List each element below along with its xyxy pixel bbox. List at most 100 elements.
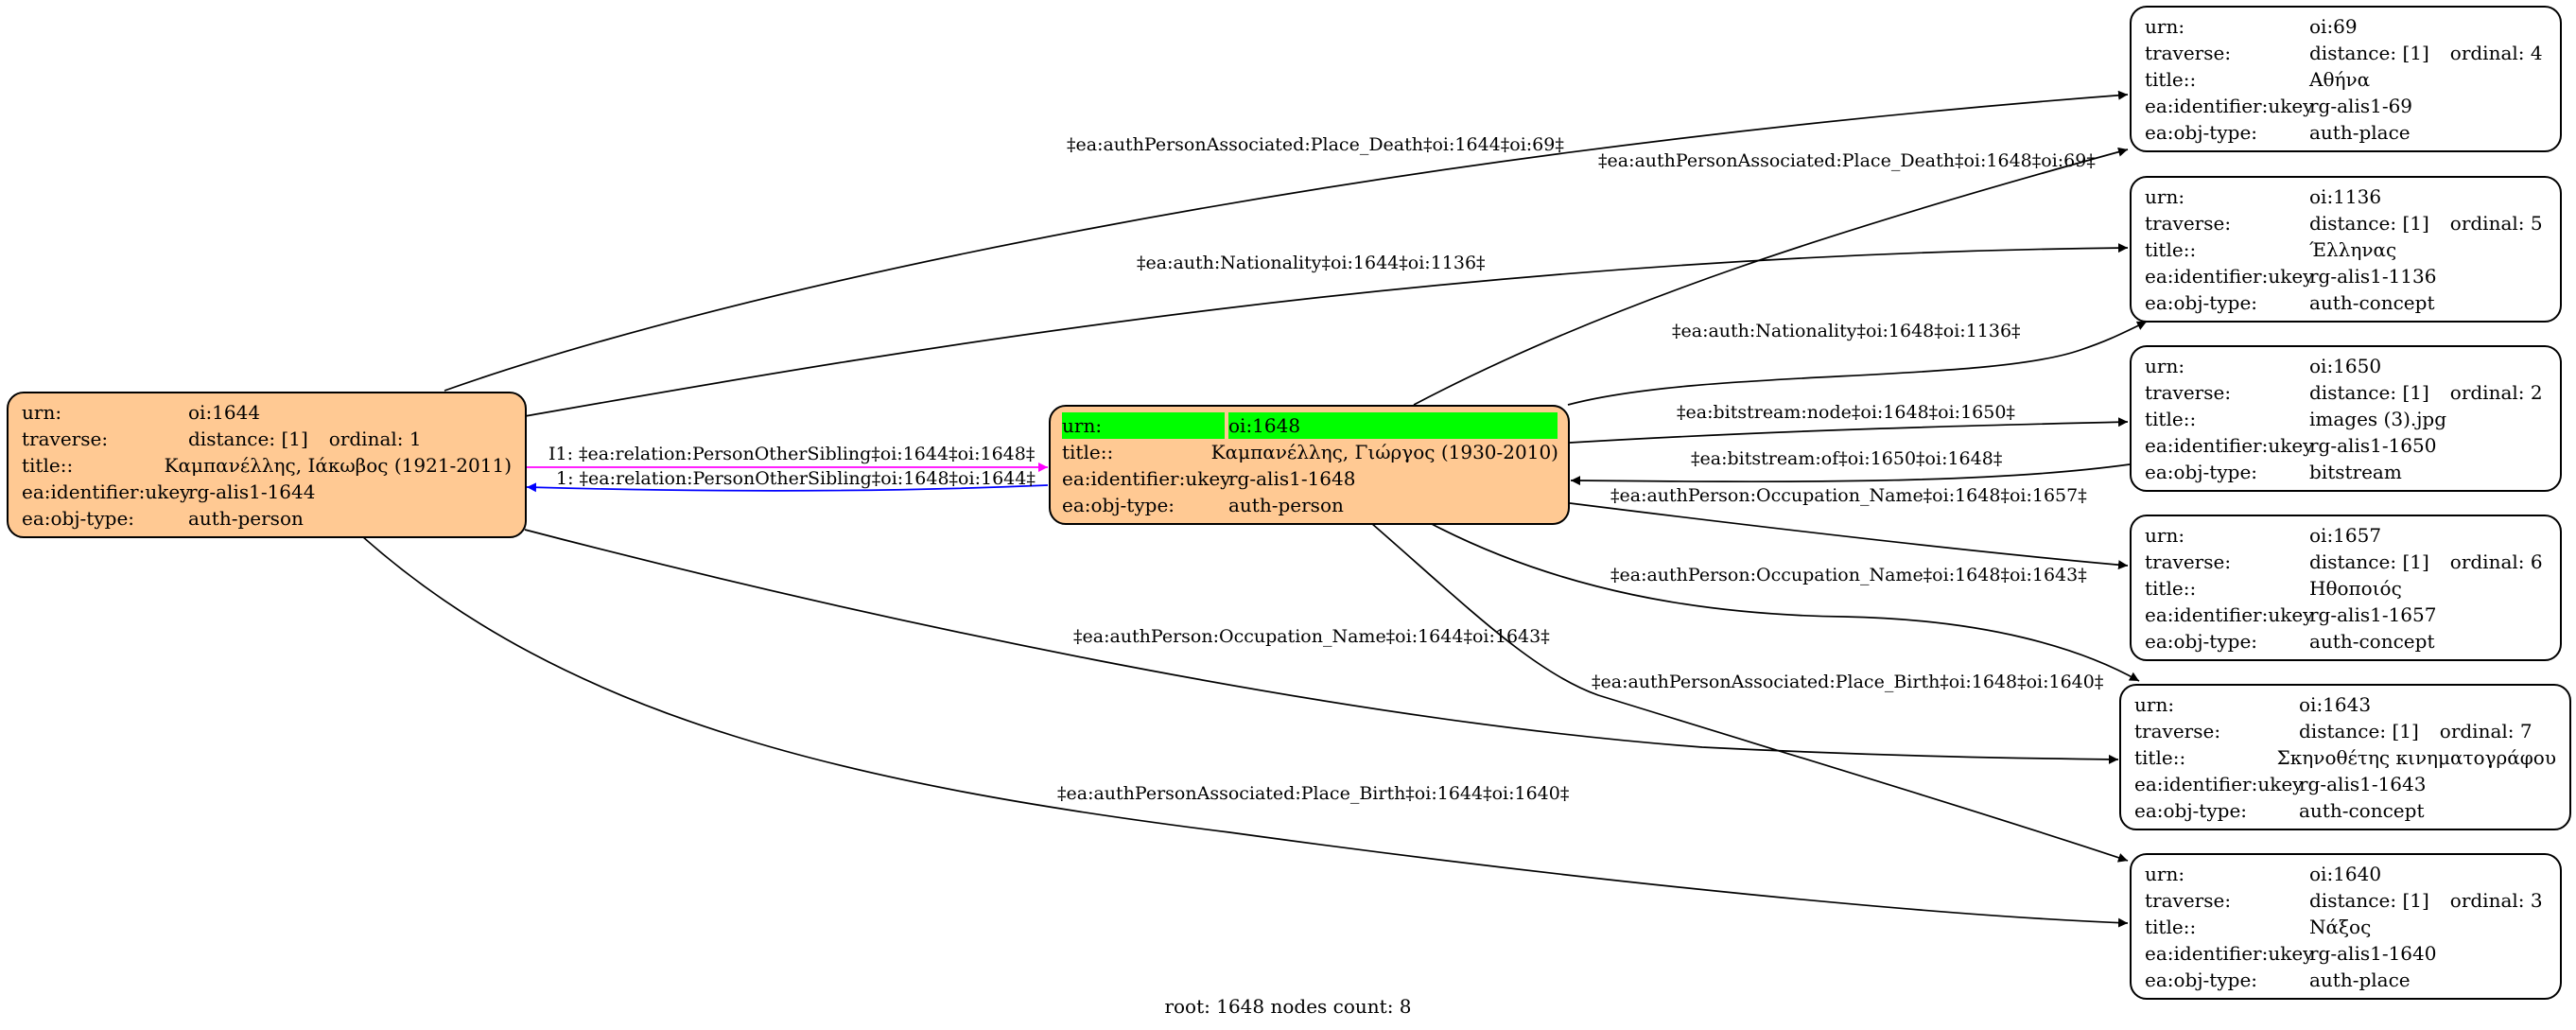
edge-1644-place-birth-1640 [361,535,2129,928]
edge-label-1648-occupation-1657: ‡ea:authPerson:Occupation_Name‡oi:1648‡o… [1610,485,2087,506]
row-value: distance: [1] [2309,550,2429,573]
node-row-urn: urn: oi:1643 [2134,691,2556,718]
row-value: oi:69 [2309,15,2358,38]
edge-label-1644-occupation-1643: ‡ea:authPerson:Occupation_Name‡oi:1644‡o… [1073,626,1550,647]
row-key: traverse: [22,428,109,450]
row-value: auth-person [1228,494,1344,516]
row-key: urn: [22,401,62,424]
node-1136[interactable]: urn:oi:1136 traverse:distance: [1]ordina… [2130,176,2562,323]
node-1644[interactable]: urn:oi:1644 traverse:distance: [1]ordina… [7,392,527,538]
edge-1648-bitstream-node-1650 [1569,417,2129,444]
row-key: urn: [1062,412,1225,439]
row-key: traverse: [2145,550,2232,573]
node-row-traverse: traverse:distance: [1]ordinal: 4 [2145,40,2547,66]
row-extra: ordinal: 3 [2449,889,2543,912]
edge-1648-sibling-1644 [526,482,1049,493]
node-row-title: title::Σκηνοθέτης κινηματογράφου [2134,744,2556,771]
row-value: auth-concept [2309,630,2435,653]
edge-1648-place-birth-1640 [1370,522,2129,863]
edge-label-1648-place-death-69: ‡ea:authPersonAssociated:Place_Death‡oi:… [1598,150,2096,171]
row-extra: ordinal: 7 [2439,720,2532,742]
edge-1648-place-death-69 [1413,147,2129,406]
node-row-traverse: traverse: distance: [1] ordinal: 2 [2145,379,2547,406]
edge-1648-occupation-1643 [1429,522,2140,682]
node-row-title: title::Αθήνα [2145,66,2547,93]
row-value: rg-alis1-1640 [2309,942,2437,965]
node-row-objtype: ea:obj-type:auth-concept [2134,797,2556,824]
row-key: ea:identifier:ukey [2134,773,2304,795]
node-1648-root[interactable]: urn:oi:1648 title::Καμπανέλλης, Γιώργος … [1049,405,1570,525]
node-row-urn: urn:oi:1136 [2145,183,2547,210]
node-row-urn: urn: oi:1644 [22,399,512,426]
graph-caption: root: 1648 nodes count: 8 [1164,995,1412,1018]
row-extra: ordinal: 2 [2449,381,2543,404]
edge-label-1648-place-birth-1640: ‡ea:authPersonAssociated:Place_Birth‡oi:… [1592,672,2103,692]
row-key: traverse: [2134,720,2221,742]
row-key: ea:identifier:ukey [2145,95,2314,117]
node-row-title: title::Έλληνας [2145,236,2547,263]
row-extra: ordinal: 5 [2449,212,2543,235]
node-1657[interactable]: urn:oi:1657 traverse:distance: [1]ordina… [2130,515,2562,661]
node-row-urn: urn: oi:1650 [2145,353,2547,379]
node-row-objtype: ea:obj-type:auth-place [2145,967,2547,993]
row-value: oi:1640 [2309,863,2382,885]
row-key: urn: [2145,355,2185,377]
row-value: auth-person [188,507,304,530]
row-value: distance: [1] [2309,42,2429,64]
row-key: traverse: [2145,42,2232,64]
node-row-objtype: ea:obj-type:auth-concept [2145,289,2547,316]
node-row-urn: urn:oi:1657 [2145,522,2547,549]
row-key: ea:identifier:ukey [22,480,191,503]
row-value: Καμπανέλλης, Ιάκωβος (1921-2011) [164,454,512,477]
node-69[interactable]: urn:oi:69 traverse:distance: [1]ordinal:… [2130,6,2562,152]
row-value: images (3).jpg [2309,408,2447,430]
node-row-urn-highlighted: urn:oi:1648 [1062,412,1558,439]
row-value: oi:1644 [188,401,261,424]
row-key: title:: [2145,916,2197,938]
row-key: ea:obj-type: [1062,494,1175,516]
row-value: rg-alis1-1648 [1228,467,1356,490]
row-key: ea:obj-type: [2145,969,2258,991]
node-1650[interactable]: urn: oi:1650 traverse: distance: [1] ordina… [2130,345,2562,492]
node-1643[interactable]: urn: oi:1643 traverse: distance: [1] ordina… [2119,684,2571,830]
row-key: traverse: [2145,889,2232,912]
node-row-title: title::images (3).jpg [2145,406,2547,432]
node-row-objtype: ea:obj-type:auth-concept [2145,628,2547,655]
edge-label-1650-bitstream-of-1648: ‡ea:bitstream:of‡oi:1650‡oi:1648‡ [1691,448,2002,469]
row-key: urn: [2145,863,2185,885]
row-key: urn: [2145,524,2185,547]
row-value: distance: [1] [2309,889,2429,912]
row-key: title:: [1062,441,1114,463]
row-key: title:: [2145,68,2197,91]
edge-1644-occupation-1643 [524,529,2119,764]
row-key: ea:obj-type: [2145,291,2258,314]
edge-label-1648-occupation-1643: ‡ea:authPerson:Occupation_Name‡oi:1648‡o… [1610,565,2087,585]
edge-label-1648-sibling-1644: 1: ‡ea:relation:PersonOtherSibling‡oi:16… [556,468,1036,489]
row-key: traverse: [2145,381,2232,404]
row-value: distance: [1] [2299,720,2419,742]
row-value: oi:1650 [2309,355,2382,377]
edge-1644-place-death-69 [444,90,2129,392]
node-row-objtype: ea:obj-type:auth-place [2145,119,2547,146]
node-row-title: title::Νάξος [2145,914,2547,940]
node-row-objtype: ea:obj-type:auth-person [22,505,512,532]
edge-1648-nationality-1136 [1567,321,2148,406]
row-extra: ordinal: 1 [328,428,422,450]
row-value: Αθήνα [2309,68,2371,91]
row-value: rg-alis1-1643 [2299,773,2427,795]
row-key: ea:identifier:ukey [2145,434,2314,457]
row-value: rg-alis1-1657 [2309,603,2437,626]
row-key: ea:identifier:ukey [2145,942,2314,965]
row-value: Καμπανέλλης, Γιώργος (1930-2010) [1210,441,1558,463]
row-value: oi:1643 [2299,693,2372,716]
node-row-traverse: traverse:distance: [1]ordinal: 5 [2145,210,2547,236]
node-1640[interactable]: urn: oi:1640 traverse: distance: [1] ordina… [2130,853,2562,1000]
row-key: urn: [2134,693,2175,716]
row-value: distance: [1] [2309,381,2429,404]
